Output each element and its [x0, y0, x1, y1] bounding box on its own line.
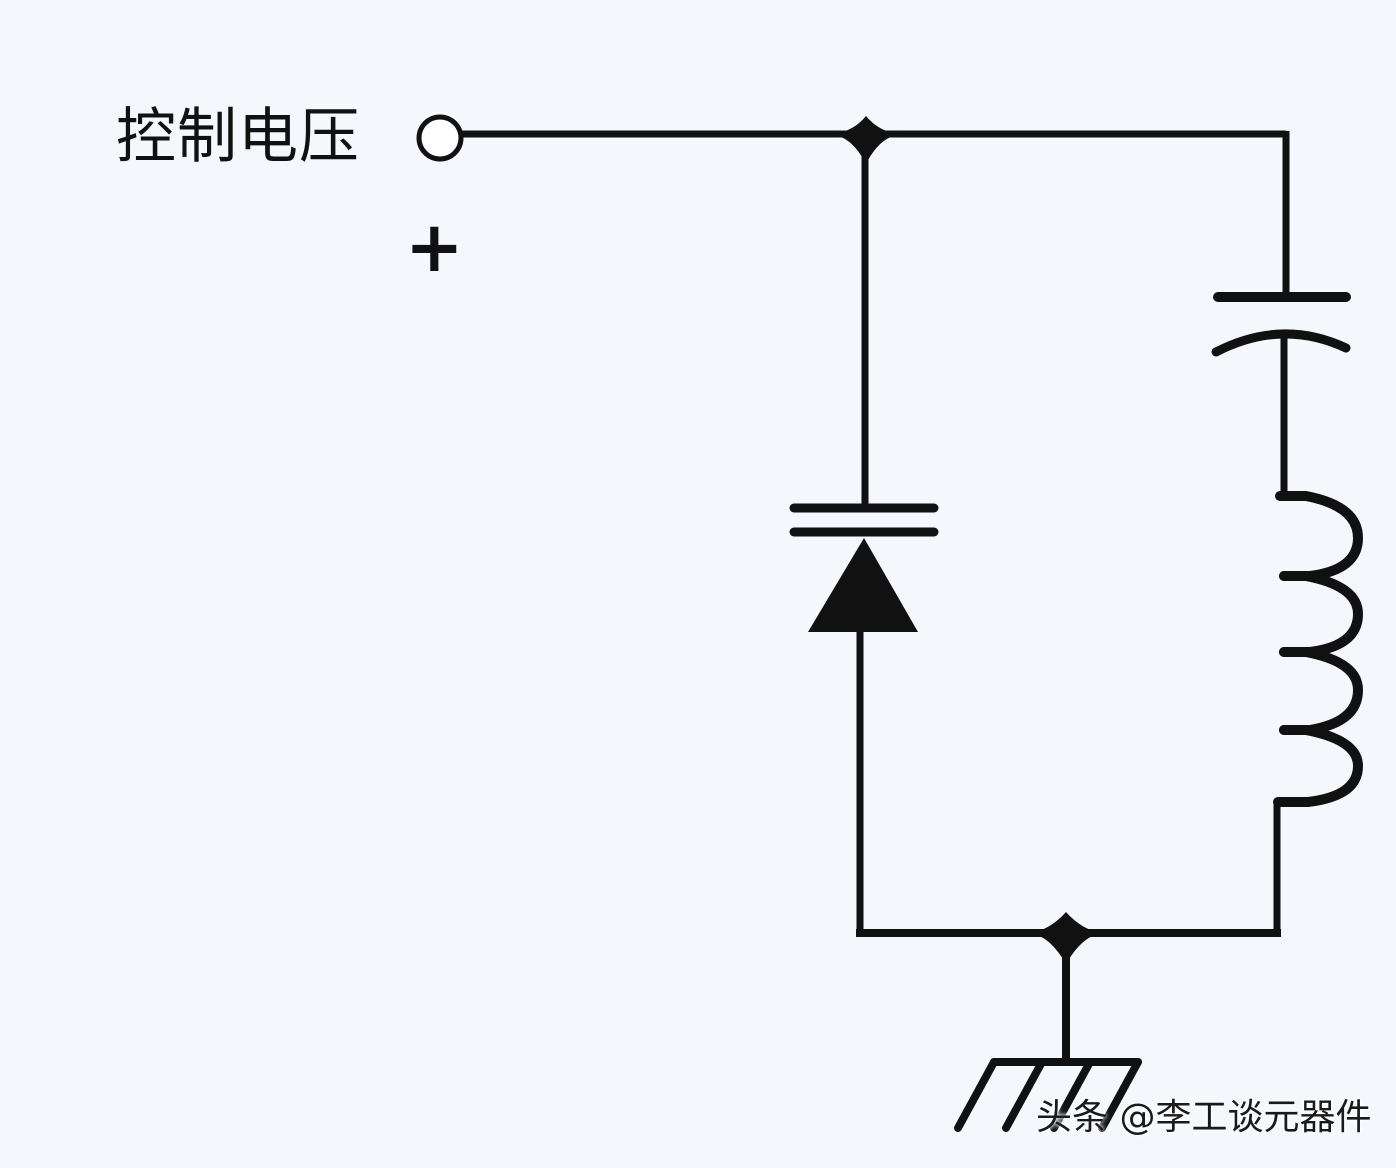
inductor [1273, 491, 1364, 807]
diode-triangle [808, 538, 918, 632]
top-wire [461, 130, 1290, 296]
polarity-plus-label: + [405, 206, 464, 288]
bottom-junction-node [1030, 912, 1102, 964]
inductor-coil-2 [1279, 571, 1364, 657]
inductor-coil-1 [1275, 491, 1364, 581]
input-terminal [416, 114, 464, 162]
top-junction-node [830, 116, 902, 164]
ground-symbol [954, 946, 1142, 1132]
inductor-coil-3 [1279, 647, 1364, 735]
capacitor [1211, 292, 1351, 357]
control-voltage-label: 控制电压 [116, 102, 360, 172]
varactor-diode [789, 503, 939, 632]
watermark: 头条 @李工谈元器件 [1036, 1097, 1372, 1138]
capacitor-curved-plate [1211, 329, 1351, 357]
inductor-coil-4 [1273, 725, 1364, 807]
